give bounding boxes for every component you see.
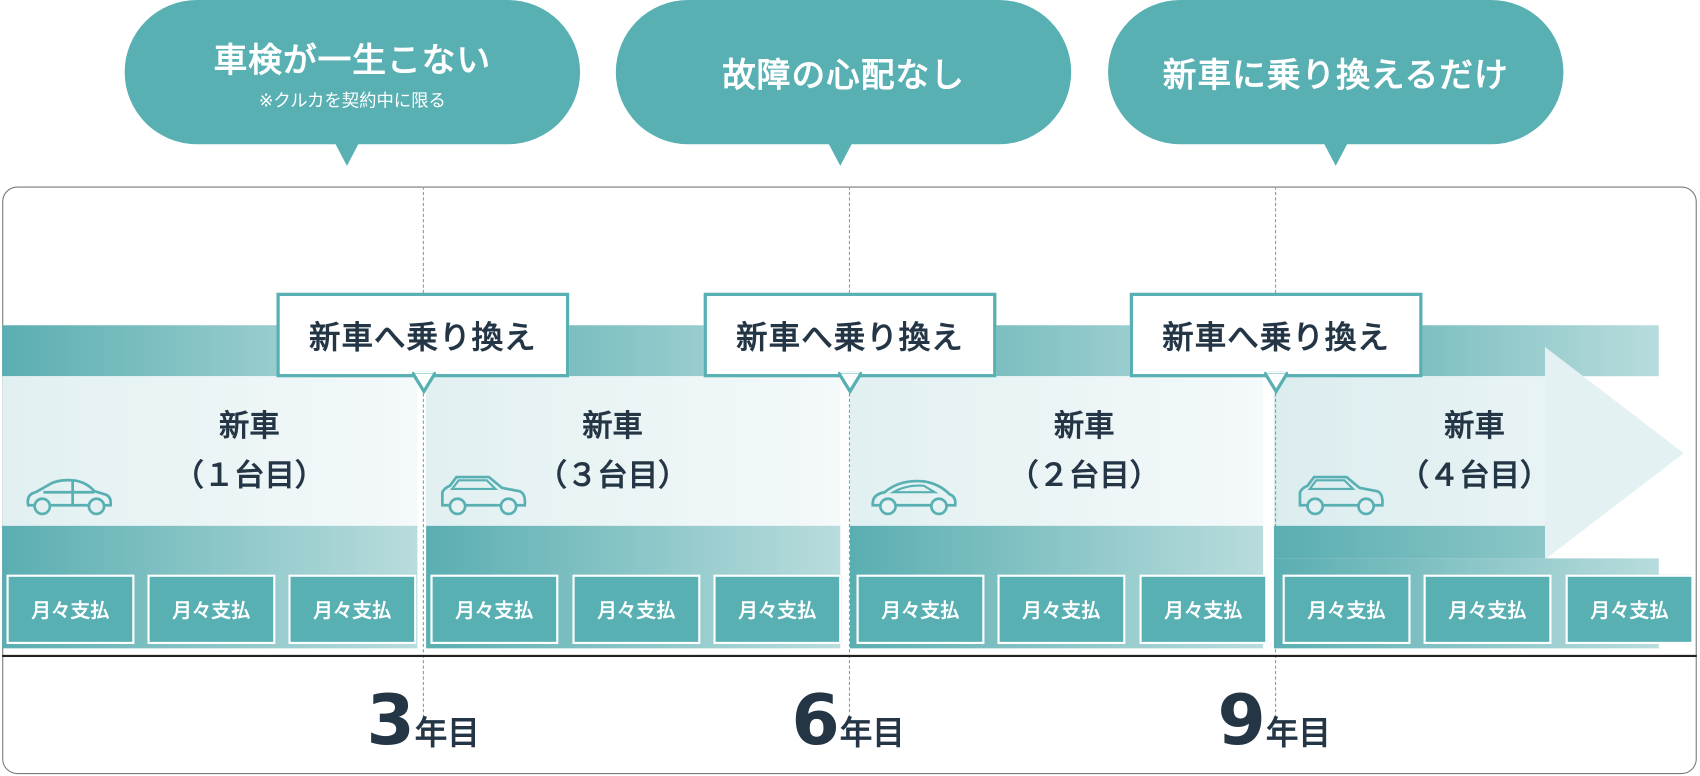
switch-callout: 新車へ乗り換え (703, 292, 997, 378)
year-label-6: 6年目 (791, 681, 904, 761)
monthly-payment: 月々支払 (147, 574, 276, 645)
year-unit: 年目 (1265, 714, 1331, 753)
bubble-tail (335, 143, 359, 166)
benefit-bubble-just-switch: 新車に乗り換えるだけ (1108, 0, 1564, 145)
car-title: 新車 (1053, 407, 1115, 444)
arrow-head (1544, 346, 1684, 560)
monthly-payment: 月々支払 (713, 574, 842, 645)
car-label-3: 新車 （３台目） (482, 401, 742, 501)
monthly-payment: 月々支払 (1565, 574, 1694, 645)
car-panel (850, 376, 1264, 526)
year-label-9: 9年目 (1218, 681, 1331, 761)
callout-tail (411, 371, 436, 395)
year-unit: 年目 (839, 714, 905, 753)
suv-car-icon (1298, 475, 1384, 516)
monthly-payment: 月々支払 (1282, 574, 1411, 645)
bubble-text: 故障の心配なし (722, 56, 965, 96)
year-marker-line (848, 186, 851, 718)
year-number: 9 (1217, 680, 1266, 762)
monthly-payment: 月々支払 (1139, 574, 1268, 645)
benefit-bubble-no-breakdown: 故障の心配なし (615, 0, 1072, 145)
year-marker-line (1275, 186, 1277, 718)
year-label-3: 3年目 (366, 681, 479, 761)
monthly-payment: 月々支払 (6, 574, 135, 645)
monthly-payment: 月々支払 (1423, 574, 1552, 645)
callout-tail (1264, 371, 1289, 395)
callout-tail (838, 371, 862, 395)
bubble-text: 車検が一生こない (213, 41, 492, 81)
bubble-text: 新車に乗り換えるだけ (1162, 56, 1509, 96)
car-panel (426, 376, 841, 526)
car-title: 新車 (1444, 407, 1505, 444)
timeline-axis (2, 654, 1697, 658)
car-number: （１台目） (173, 457, 326, 494)
car-number: （２台目） (1008, 457, 1161, 494)
switch-callout: 新車へ乗り換え (276, 292, 570, 378)
bubble-note: ※クルカを契約中に限る (258, 89, 446, 111)
monthly-payment: 月々支払 (856, 574, 985, 645)
car-label-2: 新車 （２台目） (954, 401, 1214, 501)
year-marker-line (422, 186, 424, 718)
switch-callout: 新車へ乗り換え (1129, 292, 1423, 378)
car-number: （４台目） (1398, 457, 1551, 494)
sedan-car-icon (26, 478, 113, 516)
suv-car-icon (440, 475, 527, 516)
year-number: 3 (366, 680, 415, 762)
monthly-payment: 月々支払 (572, 574, 701, 645)
car-number: （３台目） (536, 457, 689, 494)
year-unit: 年目 (414, 714, 480, 753)
benefit-bubble-no-inspection: 車検が一生こない ※クルカを契約中に限る (124, 0, 581, 145)
car-title: 新車 (582, 407, 643, 444)
car-label-4: 新車 （４台目） (1344, 401, 1604, 501)
car-label-1: 新車 （１台目） (119, 401, 379, 501)
bubble-tail (828, 143, 853, 166)
car-title: 新車 (218, 407, 280, 444)
monthly-payment: 月々支払 (288, 574, 417, 645)
payment-band (1273, 525, 1545, 559)
year-number: 6 (791, 680, 840, 762)
monthly-payment: 月々支払 (430, 574, 559, 645)
bubble-tail (1323, 143, 1348, 166)
sports-car-icon (871, 479, 957, 516)
monthly-payment: 月々支払 (997, 574, 1126, 645)
